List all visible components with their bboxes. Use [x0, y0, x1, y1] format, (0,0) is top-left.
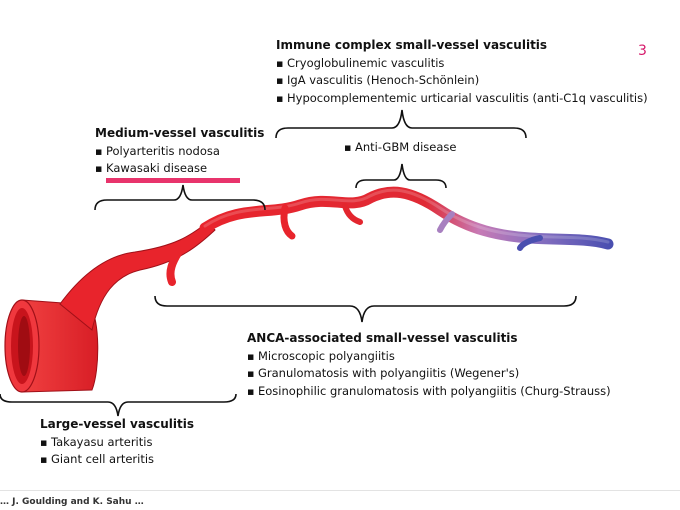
brace-medium-vessel — [94, 184, 266, 211]
group-title: ANCA-associated small-vessel vasculitis — [247, 331, 518, 345]
list-item: IgA vasculitis (Henoch-Schönlein) — [276, 72, 648, 90]
slide-number: 3 — [638, 43, 647, 59]
brace-anti-gbm — [355, 163, 447, 189]
list-item: Eosinophilic granulomatosis with polyang… — [247, 383, 611, 401]
group-anca: ANCA-associated small-vessel vasculitis … — [247, 330, 611, 400]
list-item: Cryoglobulinemic vasculitis — [276, 55, 648, 73]
list-item: Polyarteritis nodosa — [95, 143, 264, 161]
group-medium-vessel: Medium-vessel vasculitis Polyarteritis n… — [95, 125, 264, 178]
group-large-vessel: Large-vessel vasculitis Takayasu arterit… — [40, 416, 194, 469]
brace-large-vessel — [0, 393, 237, 417]
list-item: Microscopic polyangiitis — [247, 348, 611, 366]
group-title: Medium-vessel vasculitis — [95, 126, 265, 140]
tapering-vessel — [166, 186, 614, 286]
group-immune-complex: Immune complex small-vessel vasculitis C… — [276, 37, 648, 107]
group-title: Immune complex small-vessel vasculitis — [276, 38, 548, 52]
footer-divider — [0, 490, 680, 491]
group-anti-gbm: Anti-GBM disease — [344, 139, 456, 157]
list-item: Takayasu arteritis — [40, 434, 194, 452]
group-title: Large-vessel vasculitis — [40, 417, 194, 431]
footer-caption: … J. Goulding and K. Sahu … — [0, 497, 144, 507]
list-item: Kawasaki disease — [95, 160, 264, 178]
list-item: Granulomatosis with polyangiitis (Wegene… — [247, 365, 611, 383]
list-item: Anti-GBM disease — [344, 139, 456, 157]
large-artery — [4, 221, 216, 393]
list-item: Hypocomplementemic urticarial vasculitis… — [276, 90, 648, 108]
highlight-underline — [106, 178, 240, 183]
brace-immune-complex — [275, 109, 527, 139]
brace-anca — [154, 295, 577, 323]
list-item: Giant cell arteritis — [40, 451, 194, 469]
